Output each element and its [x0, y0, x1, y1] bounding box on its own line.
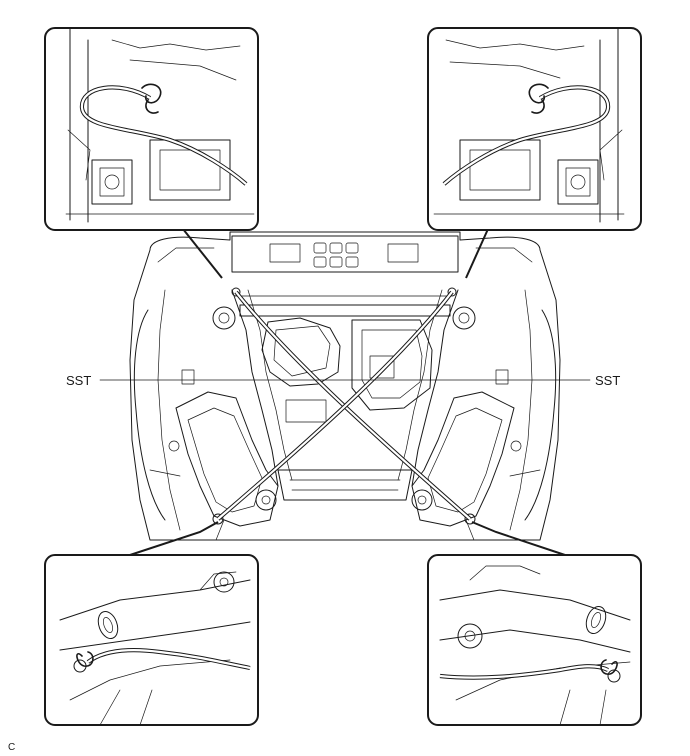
sst-cable-1: [234, 290, 472, 521]
sst-cable-2: [216, 290, 454, 521]
detail-panel-top-right: [427, 27, 642, 231]
vehicle-underbody: [129, 231, 561, 541]
figure-code: C: [8, 742, 15, 753]
detail-panel-bottom-right: [427, 554, 642, 726]
callout-leader-bottom-left: [129, 521, 219, 556]
detail-panel-top-left: [44, 27, 259, 231]
sst-label-right: SST: [595, 373, 620, 388]
sst-label-left: SST: [66, 373, 91, 388]
callout-leader-bottom-right: [471, 521, 566, 556]
callout-leader-top-left: [182, 228, 223, 279]
callout-leader-top-right: [465, 228, 489, 279]
detail-panel-bottom-left: [44, 554, 259, 726]
